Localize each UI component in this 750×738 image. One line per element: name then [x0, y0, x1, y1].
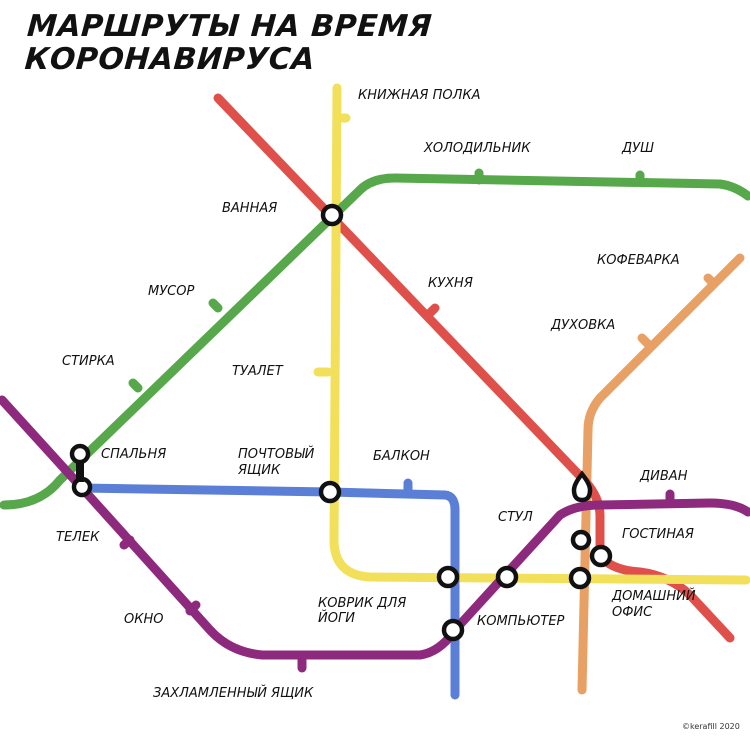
orange-tick-kofevarka [703, 273, 719, 289]
label-balkon: БАЛКОН [373, 449, 430, 464]
label-okno: ОКНО [124, 612, 164, 627]
label-domashniy-line1: ДОМАШНИЙ [612, 589, 696, 604]
label-pochtovyi-line2: ЯЩИК [238, 463, 281, 478]
green-line [0, 173, 750, 510]
station-kovrik [436, 565, 460, 589]
map-title: МАРШРУТЫ НА ВРЕМЯ КОРОНАВИРУСА [23, 9, 434, 77]
green-tick-musor [208, 298, 223, 313]
station-spalnya-top [69, 443, 91, 465]
green-tick-stirka [128, 378, 143, 393]
label-stirka: СТИРКА [62, 354, 115, 369]
station-stul-yellow [495, 565, 519, 589]
station-divan [571, 470, 593, 503]
label-knizhnaya-polka: КНИЖНАЯ ПОЛКА [358, 88, 481, 103]
station-domashniy-ofis [568, 566, 592, 590]
label-kompyuter: КОМПЬЮТЕР [477, 614, 565, 629]
artist-credit: ©kerafill 2020 [682, 722, 740, 731]
red-tick-kuhnya [425, 303, 440, 318]
label-divan: ДИВАН [640, 469, 688, 484]
title-line-1: МАРШРУТЫ НА ВРЕМЯ [25, 9, 434, 44]
label-kofevarka: КОФЕВАРКА [597, 253, 680, 268]
label-gostinaya: ГОСТИНАЯ [622, 527, 694, 542]
station-vannaya [320, 203, 344, 227]
label-dush: ДУШ [622, 141, 654, 156]
label-domashniy-line2: ОФИС [612, 605, 653, 620]
station-spalnya-connector [76, 460, 84, 482]
label-telek: ТЕЛЕК [56, 530, 100, 545]
title-line-2: КОРОНАВИРУСА [23, 42, 317, 77]
yellow-line [329, 83, 750, 585]
station-gostinaya-1 [570, 529, 592, 551]
label-spalnya: СПАЛЬНЯ [101, 447, 167, 462]
label-kovrik-line2: ЙОГИ [318, 611, 355, 626]
station-kompyuter [441, 618, 465, 642]
label-stul: СТУЛ [498, 510, 533, 525]
label-vannaya: ВАННАЯ [222, 201, 278, 216]
orange-tick-duhovka [637, 333, 653, 349]
blue-line [77, 483, 460, 700]
label-holodilnik: ХОЛОДИЛЬНИК [424, 141, 531, 156]
orange-line [577, 253, 745, 695]
label-musor: МУСОР [148, 284, 195, 299]
label-kovrik-line1: КОВРИК ДЛЯ [318, 596, 407, 611]
label-kuhnya: КУХНЯ [428, 276, 473, 291]
label-zahlamlennyi-yaschik: ЗАХЛАМЛЕННЫЙ ЯЩИК [153, 686, 314, 701]
label-tualet: ТУАЛЕТ [232, 364, 283, 379]
label-pochtovyi-line1: ПОЧТОВЫЙ [238, 447, 315, 462]
purple-tick-okno [185, 600, 201, 616]
purple-tick-telek [119, 535, 135, 550]
station-pochtovyi [318, 480, 342, 504]
label-duhovka: ДУХОВКА [551, 318, 616, 333]
station-gostinaya-2 [589, 544, 613, 568]
